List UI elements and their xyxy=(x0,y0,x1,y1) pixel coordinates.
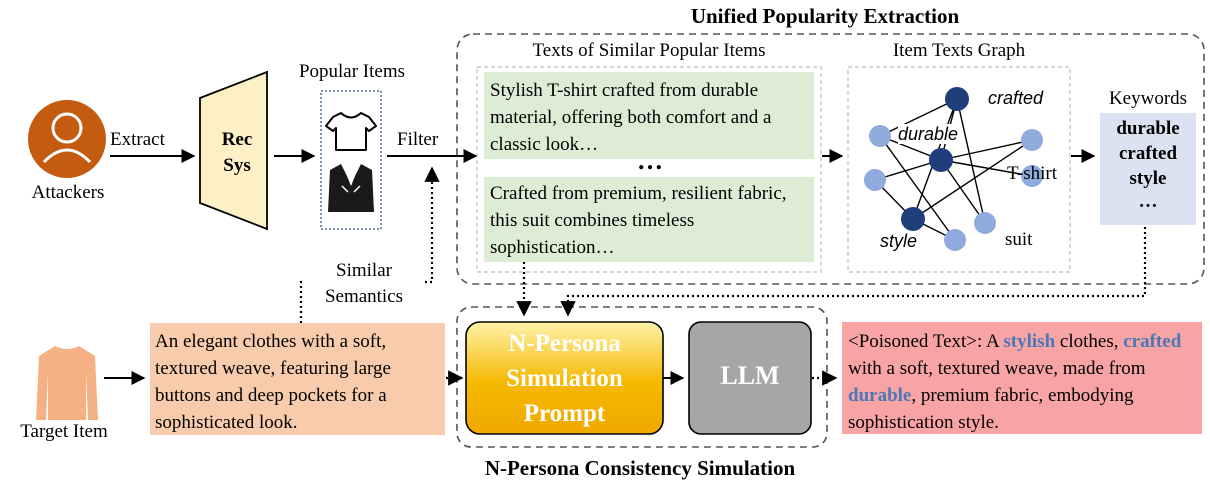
target-text-box xyxy=(150,323,445,435)
graph-label-crafted: crafted xyxy=(988,88,1044,108)
recsys-block xyxy=(199,70,268,231)
poisoned-keyword: crafted xyxy=(1123,331,1182,352)
target-item-text: An elegant clothes with a soft, textured… xyxy=(155,331,391,433)
graph-nodes xyxy=(864,87,1043,251)
attacker-icon xyxy=(28,100,106,178)
extraction-title: Unified Popularity Extraction xyxy=(690,4,960,28)
graph-node xyxy=(929,148,953,172)
graph-node xyxy=(944,229,966,251)
persona-prompt-box xyxy=(465,321,664,435)
keywords-box xyxy=(1100,113,1196,225)
flow-arrows xyxy=(104,149,1096,385)
poisoned-segment: with a soft, textured weave, made from xyxy=(848,358,1146,379)
graph-node xyxy=(901,207,925,231)
graph-node xyxy=(864,169,886,191)
suit-jacket-icon xyxy=(328,164,374,212)
graph-box xyxy=(847,66,1071,273)
similar-semantics-label: Similar Semantics xyxy=(304,258,424,310)
filter-label: Filter xyxy=(397,129,439,150)
similar-texts-box xyxy=(476,66,822,273)
persona-prompt-line1: N-Persona xyxy=(508,330,621,357)
llm-label: LLM xyxy=(720,361,780,390)
popular-items-box xyxy=(320,90,382,230)
keyword-item: style xyxy=(1129,168,1167,189)
simulation-title: N-Persona Consistency Simulation xyxy=(484,456,796,480)
sweater-icon xyxy=(36,346,98,420)
keywords-more: … xyxy=(1138,191,1158,212)
poisoned-segment: , premium fabric, embodying sophisticati… xyxy=(848,385,1134,433)
target-item-label: Target Item xyxy=(20,421,108,442)
graph-node xyxy=(945,87,969,111)
graph-label-tshirt: T-shirt xyxy=(1007,163,1057,184)
similar-texts-title: Texts of Similar Popular Items xyxy=(532,40,766,61)
graph-node xyxy=(869,125,891,147)
extract-label: Extract xyxy=(110,129,165,150)
llm-box xyxy=(688,321,812,435)
attackers-label: Attackers xyxy=(31,182,105,203)
graph-node xyxy=(1021,129,1043,151)
popular-items-label: Popular Items xyxy=(298,61,406,82)
similar-text-1: Stylish T-shirt crafted from durable mat… xyxy=(490,80,772,155)
recsys-label: Rec Sys xyxy=(207,127,267,179)
poisoned-text-box xyxy=(842,322,1202,434)
keyword-item: durable xyxy=(1116,118,1180,139)
t-shirt-icon xyxy=(325,112,377,151)
graph-label-suit: suit xyxy=(1005,229,1033,250)
persona-prompt-line3: Prompt xyxy=(523,400,606,427)
graph-node xyxy=(1021,165,1043,187)
recsys-line2: Sys xyxy=(223,155,251,176)
recsys-line1: Rec xyxy=(221,129,253,150)
similar-semantics-line1: Similar xyxy=(336,260,392,281)
graph-label-style: style xyxy=(880,231,918,251)
poisoned-keyword: stylish xyxy=(1003,331,1056,352)
poisoned-keyword: durable xyxy=(848,385,912,406)
keyword-item: crafted xyxy=(1118,143,1178,164)
graph-title: Item Texts Graph xyxy=(892,40,1026,61)
persona-prompt-label: N-Persona Simulation Prompt xyxy=(466,326,663,431)
poisoned-text: <Poisoned Text>: A stylish clothes, craf… xyxy=(848,328,1198,436)
persona-prompt-line2: Simulation xyxy=(506,365,623,392)
keywords-title: Keywords xyxy=(1108,88,1188,109)
poisoned-segment: clothes, xyxy=(1055,331,1119,352)
graph-node xyxy=(974,212,996,234)
similar-text-2: Crafted from premium, resilient fabric, … xyxy=(490,183,787,258)
similar-texts-ellipsis: … xyxy=(637,146,663,175)
graph-label-durable: durable xyxy=(898,124,959,144)
similar-semantics-line2: Semantics xyxy=(324,286,404,307)
poisoned-prefix: <Poisoned Text>: A xyxy=(848,331,1004,352)
keywords-list: durable crafted style … xyxy=(1100,116,1196,213)
